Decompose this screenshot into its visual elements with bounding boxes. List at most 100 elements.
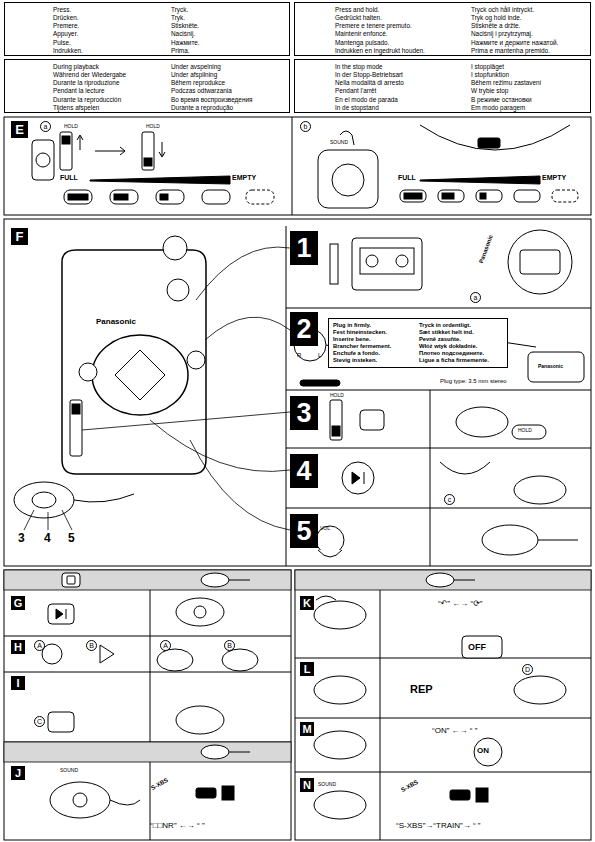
label-text: H <box>14 641 22 653</box>
section-letter: G <box>11 596 25 610</box>
section-frame <box>292 117 293 215</box>
label-text: E <box>15 122 24 137</box>
operation-drawing <box>176 598 224 626</box>
section-frame <box>150 570 151 742</box>
instruction-text: En el modo de parada <box>335 96 471 104</box>
player-drawing <box>538 540 578 541</box>
section-letter: F <box>11 228 28 245</box>
header-icon <box>229 580 250 581</box>
operation-drawing <box>514 676 566 704</box>
callout-letter: c <box>444 494 455 505</box>
label-text: HOLD <box>330 393 344 398</box>
operation-drawing <box>48 604 74 624</box>
label-text: Plug type: 3.5 mm stereo <box>440 378 507 384</box>
instruction-text: Press. <box>53 6 171 14</box>
operation-drawing <box>176 706 224 734</box>
leader-line <box>62 510 72 530</box>
label-text: Panasonic <box>478 234 494 264</box>
player-drawing <box>246 190 274 204</box>
label-text: ON <box>477 747 489 755</box>
player-drawing <box>332 426 340 436</box>
instruction-text: Плотно подсоедините. <box>419 350 505 357</box>
instruction-text: В режиме остановки <box>471 96 589 104</box>
section-frame <box>295 772 591 773</box>
player-drawing <box>156 190 184 204</box>
callout-letter: b <box>300 121 311 132</box>
instruction-text: Stiskněte a držte. <box>471 22 589 30</box>
instruction-text: Gedrückt halten. <box>335 14 471 22</box>
instruction-text: Durante la riproduzione <box>53 79 171 87</box>
instruction-text: Premere. <box>53 22 171 30</box>
operation-drawing <box>110 800 140 805</box>
section-letter: E <box>11 121 28 138</box>
player-drawing <box>318 550 342 557</box>
player-drawing <box>456 407 508 437</box>
label-text: VOL <box>320 526 330 531</box>
player-drawing <box>79 363 97 381</box>
player-drawing <box>115 350 165 400</box>
player-drawing <box>330 400 342 440</box>
player-drawing <box>420 125 570 150</box>
label-text: “S-XBS”→“TRAIN”→ “ ” <box>396 822 480 830</box>
instruction-text: Indrukken en ingedrukt houden. <box>335 47 471 55</box>
instruction-text: Během reprodukce <box>171 79 289 87</box>
instruction-text: Tryck in ordentligt. <box>419 322 505 329</box>
callout-letter: a <box>470 292 481 303</box>
player-drawing <box>142 132 154 170</box>
label-text: HOLD <box>518 428 532 433</box>
leader-line <box>196 247 290 300</box>
label-text: R <box>297 352 301 358</box>
player-drawing <box>62 250 206 474</box>
player-drawing <box>360 410 384 430</box>
player-drawing <box>404 193 422 199</box>
player-drawing <box>396 255 408 267</box>
step-number: 5 <box>290 514 318 548</box>
instruction-text: Fest hineinstecken. <box>333 329 419 336</box>
player-drawing <box>95 147 125 155</box>
instruction-text: Sæt stikket helt ind. <box>419 329 505 336</box>
player-drawing <box>440 462 490 474</box>
instruction-text: W trybie stop <box>471 87 589 95</box>
header-icon <box>62 573 475 759</box>
label-text: 1 <box>296 233 311 264</box>
section-frame <box>295 718 591 719</box>
player-drawing <box>32 492 56 508</box>
instruction-text: During playback <box>53 63 171 71</box>
leader-line <box>24 247 290 530</box>
label-text: FULL <box>398 174 416 181</box>
instruction-text: Naciśnij i przytrzymaj. <box>471 30 589 38</box>
label-text: “□□NR” ←→ “ ” <box>150 822 205 830</box>
player-drawing <box>144 158 152 166</box>
header-icon <box>229 752 250 753</box>
label-text: “ON” ←→ “ ” <box>432 727 477 735</box>
operation-drawing <box>100 645 114 663</box>
label-text: EMPTY <box>542 174 566 181</box>
label-text: Panasonic <box>538 364 563 369</box>
operation-drawing <box>474 738 502 766</box>
section-frame <box>430 390 431 566</box>
header-band <box>4 570 591 762</box>
section-frame <box>286 226 287 566</box>
instruction-text: Нажмите и держите нажатой. <box>471 39 589 47</box>
section-letter: N <box>300 778 314 792</box>
header-icon <box>201 745 229 759</box>
callout-letter: B <box>224 640 235 651</box>
player-drawing <box>318 150 378 208</box>
section-frame <box>286 448 591 449</box>
operation-drawing <box>56 609 66 619</box>
player-drawing <box>316 526 344 554</box>
operation-drawing <box>314 791 366 819</box>
operation-drawing <box>222 649 258 671</box>
label-text: REP <box>410 684 433 695</box>
instruction-text: Pulse. <box>53 39 171 47</box>
operation-drawing <box>50 782 110 818</box>
label-text: F <box>16 229 24 244</box>
operation-drawing <box>450 790 470 800</box>
player-drawing <box>508 230 572 294</box>
instruction-text: Tryck. <box>171 6 289 14</box>
instruction-text: Stiskněte. <box>171 22 289 30</box>
label-text: S-XBS <box>150 777 169 791</box>
instruction-text: Durante la reproducción <box>53 96 171 104</box>
operation-drawing <box>42 596 566 819</box>
label-text: FULL <box>60 174 78 181</box>
